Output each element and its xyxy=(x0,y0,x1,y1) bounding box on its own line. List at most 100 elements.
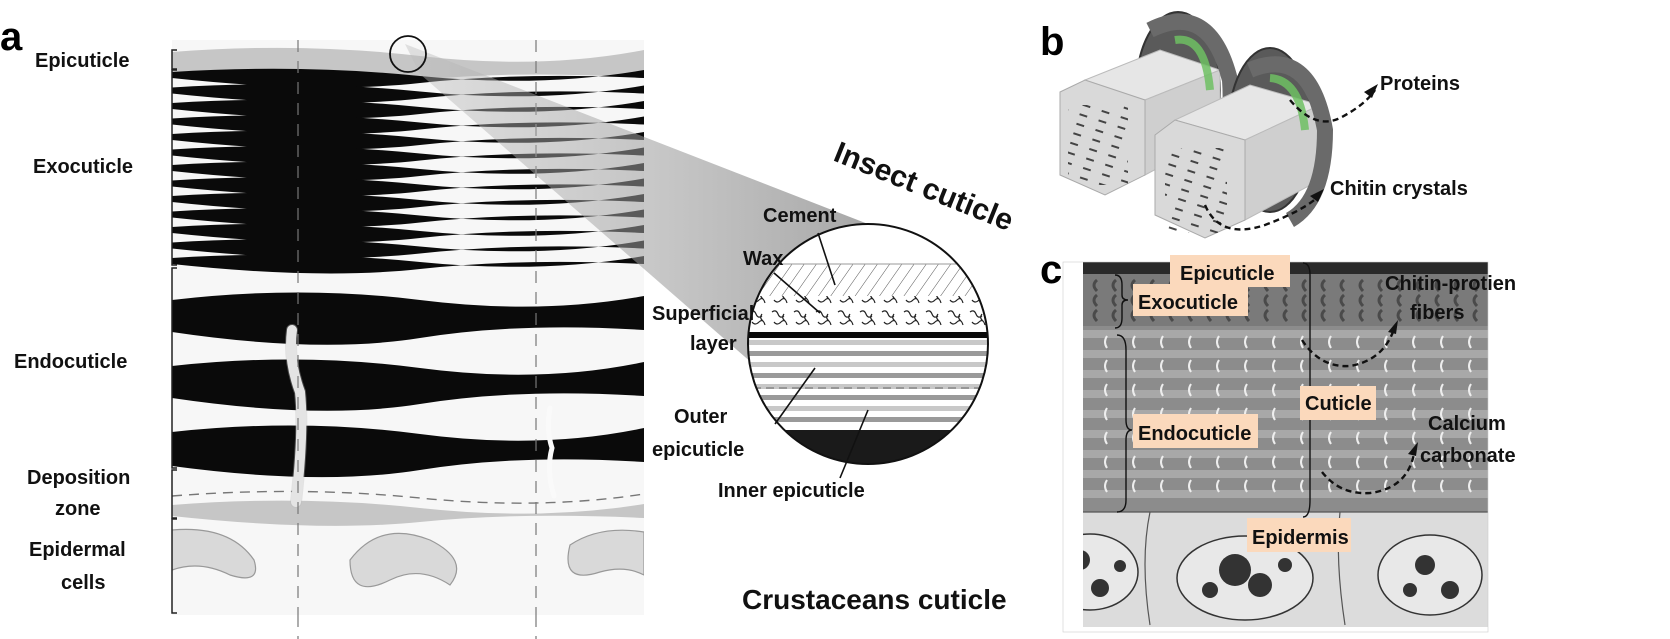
exocuticle-arc xyxy=(1263,293,1270,308)
exocuticle-arc xyxy=(1472,278,1479,293)
calcium-arc xyxy=(1216,455,1220,469)
calcium-arc xyxy=(1468,479,1472,493)
endocuticle-stripe xyxy=(1083,470,1488,478)
calcium-arc xyxy=(1356,359,1360,373)
calcium-arc xyxy=(1272,383,1276,397)
calcium-arc xyxy=(1160,359,1164,373)
bracket-deposition xyxy=(171,469,177,519)
svg-text:Exocuticle: Exocuticle xyxy=(1138,292,1238,314)
exocuticle-arc xyxy=(1282,293,1289,308)
calcium-arc xyxy=(1272,335,1276,349)
exocuticle-arc xyxy=(1320,278,1327,293)
exocuticle-arc xyxy=(1301,293,1308,308)
calcium-arc xyxy=(1077,336,1079,348)
calcium-arc xyxy=(1188,383,1192,397)
calcium-arc xyxy=(1272,479,1276,493)
exocuticle-arc xyxy=(1075,310,1078,321)
exocuticle-arc xyxy=(1396,308,1403,323)
exocuticle-arc xyxy=(1396,278,1403,293)
caption-crustaceans-cuticle: Crustaceans cuticle xyxy=(742,584,1007,615)
exocuticle-band xyxy=(172,254,644,274)
endocuticle-stripes xyxy=(1077,330,1488,498)
calcium-arc xyxy=(1328,335,1332,349)
calcium-arc xyxy=(1077,480,1079,492)
svg-text:Cuticle: Cuticle xyxy=(1305,393,1372,415)
calcium-arc xyxy=(1104,383,1108,397)
exocuticle-arc xyxy=(1472,308,1479,323)
exocuticle-arc xyxy=(1339,278,1346,293)
calcium-arc xyxy=(1160,335,1164,349)
epidermal-nucleus-3 xyxy=(567,529,644,576)
calcium-arc xyxy=(1216,479,1220,493)
epicuticle-stripe xyxy=(748,351,988,356)
calcium-arc xyxy=(1356,479,1360,493)
calcium-arc xyxy=(1468,359,1472,373)
exocuticle-arc xyxy=(1396,293,1403,308)
exocuticle-arc xyxy=(1434,278,1441,293)
calcium-arc xyxy=(1412,359,1416,373)
leader-cement xyxy=(817,232,836,286)
epicuticle-bands xyxy=(748,340,988,422)
epidermal-nucleus-2 xyxy=(349,532,458,588)
exocuticle-band xyxy=(172,99,644,119)
calcium-arc xyxy=(1412,383,1416,397)
calcium-arc xyxy=(1188,335,1192,349)
calcium-arc xyxy=(1328,359,1332,373)
calcium-arc xyxy=(1300,431,1304,445)
chitin-crystal-2 xyxy=(1154,84,1322,239)
exocuticle-arc xyxy=(1415,278,1422,293)
brace-endocuticle xyxy=(1116,334,1133,513)
svg-text:Epicuticle: Epicuticle xyxy=(1180,263,1274,285)
label-chitin-crystals: Chitin crystals xyxy=(1330,178,1468,200)
exocuticle-arc xyxy=(1415,308,1422,323)
calcium-arc xyxy=(1272,359,1276,373)
epicuticle-stripe xyxy=(748,417,988,422)
panel-label-b: b xyxy=(1040,20,1064,64)
label-deposition: Deposition xyxy=(27,467,130,489)
calcium-arc xyxy=(1440,407,1444,421)
exocuticle-band xyxy=(172,115,644,134)
panel-c: c Epicuticle xyxy=(742,248,1516,633)
panel-label-c: c xyxy=(1040,248,1062,292)
pore-canal-1 xyxy=(286,325,307,507)
calcium-arc xyxy=(1160,479,1164,493)
basal-lamina xyxy=(172,500,644,526)
exocuticle-band xyxy=(172,130,644,150)
label-epicuticle: Epicuticle xyxy=(35,50,129,72)
calcium-arc xyxy=(1384,479,1388,493)
exocuticle-band xyxy=(172,84,644,103)
calcium-arc xyxy=(1272,431,1276,445)
exocuticle-arc xyxy=(1111,308,1118,323)
exocuticle-arc xyxy=(1472,293,1479,308)
proteins-arrow xyxy=(1289,89,1376,123)
exocuticle-arc xyxy=(1075,295,1078,306)
calcium-arc xyxy=(1244,383,1248,397)
calcium-arc xyxy=(1244,359,1248,373)
epicuticle-stripe xyxy=(748,362,988,367)
label-outer: Outer xyxy=(674,406,728,428)
calcium-arc xyxy=(1104,431,1108,445)
calcium-carbonate-arrow xyxy=(1321,447,1417,495)
label-wax: Wax xyxy=(743,248,783,270)
calcium-arc xyxy=(1356,455,1360,469)
label-exocuticle: Exocuticle xyxy=(33,156,133,178)
calcium-arc xyxy=(1440,479,1444,493)
label-box-epidermis: Epidermis xyxy=(1247,518,1351,552)
calcium-arc xyxy=(1440,359,1444,373)
exocuticle-arc xyxy=(1453,278,1460,293)
magnifier-source-circle xyxy=(389,35,427,73)
exocuticle-arc xyxy=(1282,308,1289,323)
endocuticle-stripe xyxy=(1083,390,1488,398)
exocuticle-band xyxy=(172,239,644,258)
calcium-arc xyxy=(1188,455,1192,469)
svg-text:Epidermis: Epidermis xyxy=(1252,527,1349,549)
calcium-arc xyxy=(1412,479,1416,493)
calcium-arc xyxy=(1132,383,1136,397)
label-chitin-protien: Chitin-protien xyxy=(1385,273,1516,295)
label-box-cuticle: Cuticle xyxy=(1300,386,1376,420)
label-cells: cells xyxy=(61,572,105,594)
label-box-epicuticle: Epicuticle xyxy=(1170,255,1290,287)
calcium-arc xyxy=(1104,407,1108,421)
exocuticle-arc xyxy=(1434,293,1441,308)
exocuticle-arc xyxy=(1263,308,1270,323)
